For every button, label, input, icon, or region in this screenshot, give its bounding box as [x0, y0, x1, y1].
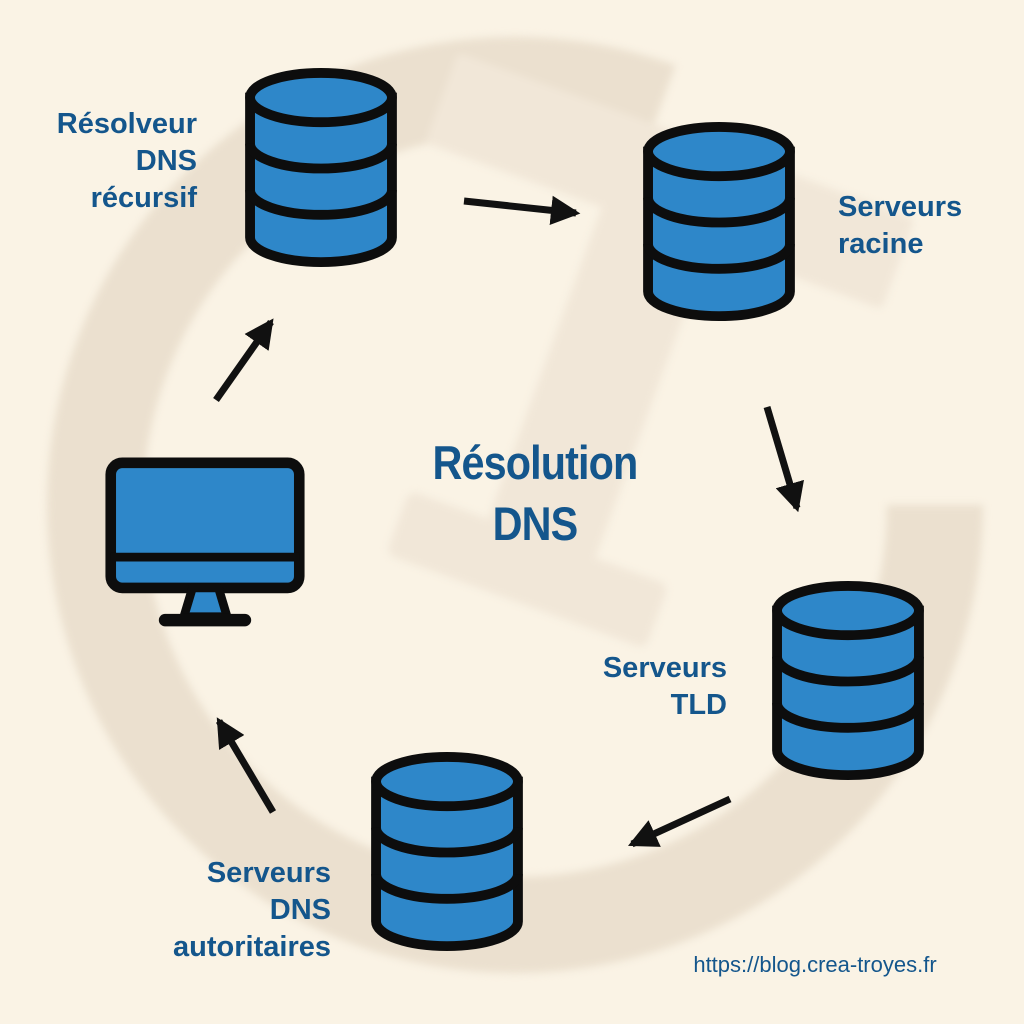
footer-url: https://blog.crea-troyes.fr [693, 952, 937, 977]
page-title: Résolution DNS [393, 432, 676, 554]
label-line: DNS [135, 145, 197, 177]
label-line: TLD [670, 689, 727, 721]
title-line: DNS [492, 497, 579, 550]
label-line: Serveurs [838, 191, 963, 223]
database-icon [242, 68, 400, 270]
label-serveurs-racine: Serveurs racine [838, 189, 1018, 263]
label-line: récursif [90, 182, 197, 214]
label-line: Serveurs [602, 652, 727, 684]
label-serveurs-tld: Serveurs TLD [547, 650, 727, 724]
database-icon [640, 122, 798, 324]
label-line: DNS [269, 894, 331, 926]
label-line: racine [838, 228, 924, 260]
label-line: Résolveur [56, 108, 197, 140]
title-line: Résolution [432, 436, 639, 489]
label-line: Serveurs [206, 857, 331, 889]
label-line: autoritaires [173, 931, 331, 963]
label-resolver-dns-recursif: Résolveur DNS récursif [17, 106, 197, 217]
database-icon [368, 752, 526, 954]
database-icon [768, 581, 928, 783]
computer-monitor-icon [104, 456, 306, 639]
label-serveurs-dns-autoritaires: Serveurs DNS autoritaires [141, 855, 331, 966]
